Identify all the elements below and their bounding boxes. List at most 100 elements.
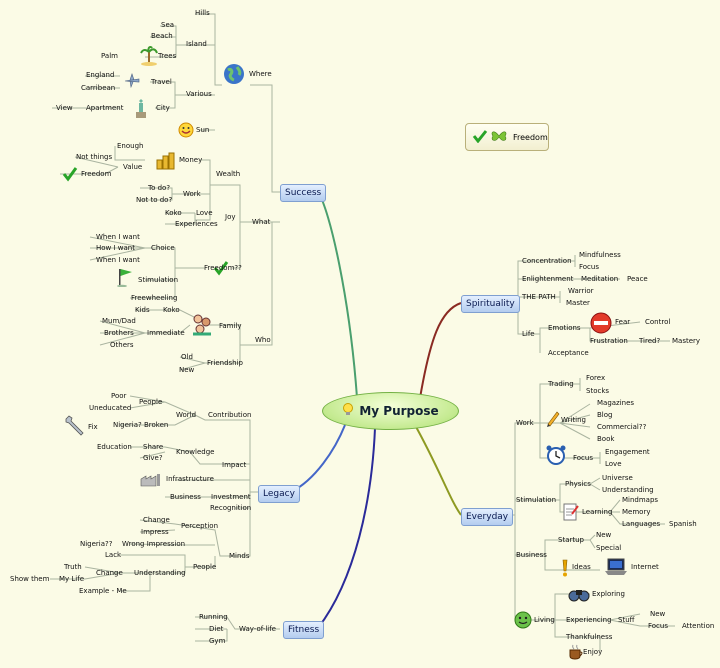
node-impress[interactable]: Impress (141, 528, 169, 536)
node-travel[interactable]: Travel (151, 78, 172, 86)
branch-spirituality[interactable]: Spirituality (461, 295, 520, 313)
node-work-everyday[interactable]: Work (516, 419, 534, 427)
node-change-legacy[interactable]: Change (143, 516, 170, 524)
node-commercial[interactable]: Commercial?? (597, 423, 647, 431)
node-lack[interactable]: Lack (105, 551, 122, 559)
node-acceptance[interactable]: Acceptance (548, 349, 589, 357)
node-trading[interactable]: Trading (548, 380, 574, 388)
node-city[interactable]: City (156, 104, 170, 112)
node-focus-everyday[interactable]: Focus (573, 454, 593, 462)
node-running[interactable]: Running (199, 613, 228, 621)
node-where[interactable]: Where (249, 70, 272, 78)
node-focus-spirituality[interactable]: Focus (579, 263, 599, 271)
node-stimulation-everyday[interactable]: Stimulation (516, 496, 557, 504)
node-carribean[interactable]: Carribean (81, 84, 116, 92)
node-languages[interactable]: Languages (622, 520, 661, 528)
node-freedom-value[interactable]: Freedom (81, 170, 112, 178)
node-joy[interactable]: Joy (225, 213, 236, 221)
node-enough[interactable]: Enough (117, 142, 144, 150)
branch-fitness[interactable]: Fitness (283, 621, 325, 639)
node-mastery[interactable]: Mastery (672, 337, 701, 345)
node-peace[interactable]: Peace (627, 275, 648, 283)
node-education[interactable]: Education (97, 443, 132, 451)
node-friendship[interactable]: Friendship (207, 359, 243, 367)
node-special[interactable]: Special (596, 544, 622, 552)
node-change-understanding[interactable]: Change (96, 569, 123, 577)
node-when-i-want-2[interactable]: When I want (96, 256, 140, 264)
node-spanish[interactable]: Spanish (669, 520, 697, 528)
node-memory[interactable]: Memory (622, 508, 651, 516)
node-england[interactable]: England (86, 71, 115, 79)
node-the-path[interactable]: THE PATH (522, 293, 556, 301)
node-work-success[interactable]: Work (183, 190, 201, 198)
node-when-i-want-1[interactable]: When I want (96, 233, 140, 241)
node-contribution[interactable]: Contribution (208, 411, 252, 419)
node-mindmaps[interactable]: Mindmaps (622, 496, 659, 504)
node-share[interactable]: Share (143, 443, 164, 451)
node-mindfulness[interactable]: Mindfulness (579, 251, 621, 259)
node-ideas[interactable]: Ideas (572, 563, 591, 571)
node-others[interactable]: Others (110, 341, 134, 349)
node-poor[interactable]: Poor (111, 392, 127, 400)
node-infrastructure[interactable]: Infrastructure (166, 475, 214, 483)
node-living[interactable]: Living (534, 616, 555, 624)
node-nigeria-broken[interactable]: Nigeria? Broken (113, 421, 169, 429)
node-understanding-everyday[interactable]: Understanding (602, 486, 654, 494)
node-stuff[interactable]: Stuff (618, 616, 635, 624)
branch-legacy[interactable]: Legacy (258, 485, 300, 503)
node-forex[interactable]: Forex (586, 374, 606, 382)
node-island[interactable]: Island (186, 40, 207, 48)
node-people-legacy[interactable]: People (139, 398, 163, 406)
branch-everyday[interactable]: Everyday (461, 508, 514, 526)
branch-success[interactable]: Success (280, 184, 327, 202)
node-frustration[interactable]: Frustration (590, 337, 628, 345)
node-not-to-do[interactable]: Not to do? (136, 196, 173, 204)
node-my-life[interactable]: My Life (59, 575, 85, 583)
node-writing[interactable]: Writing (561, 416, 586, 424)
node-fix[interactable]: Fix (88, 423, 98, 431)
node-enjoy[interactable]: Enjoy (583, 648, 603, 656)
node-koko-kids[interactable]: Koko (163, 306, 180, 314)
node-magazines[interactable]: Magazines (597, 399, 635, 407)
node-value[interactable]: Value (123, 163, 143, 171)
node-wrong-impression[interactable]: Wrong Impression (122, 540, 186, 548)
node-startup[interactable]: Startup (558, 536, 584, 544)
node-brothers[interactable]: Brothers (104, 329, 134, 337)
node-perception[interactable]: Perception (181, 522, 219, 530)
node-love-everyday[interactable]: Love (605, 460, 622, 468)
node-what[interactable]: What (252, 218, 271, 226)
node-wealth[interactable]: Wealth (216, 170, 241, 178)
node-engagement[interactable]: Engagement (605, 448, 650, 456)
node-experiences[interactable]: Experiences (175, 220, 218, 228)
node-understanding-legacy[interactable]: Understanding (134, 569, 186, 577)
node-world[interactable]: World (176, 411, 197, 419)
node-focus-living[interactable]: Focus (648, 622, 668, 630)
node-trees[interactable]: Trees (158, 52, 177, 60)
node-freedom-q[interactable]: Freedom?? (204, 264, 242, 272)
node-meditation[interactable]: Meditation (581, 275, 619, 283)
node-diet[interactable]: Diet (209, 625, 224, 633)
node-physics[interactable]: Physics (565, 480, 591, 488)
node-emotions[interactable]: Emotions (548, 324, 581, 332)
node-example-me[interactable]: Example - Me (79, 587, 127, 595)
node-not-things[interactable]: Not things (76, 153, 113, 161)
node-freewheeling[interactable]: Freewheeling (131, 294, 178, 302)
node-master[interactable]: Master (566, 299, 590, 307)
node-concentration[interactable]: Concentration (522, 257, 572, 265)
node-choice[interactable]: Choice (151, 244, 175, 252)
node-recognition[interactable]: Recognition (210, 504, 252, 512)
node-koko-love[interactable]: Koko (165, 209, 182, 217)
node-enlightenment[interactable]: Enlightenment (522, 275, 574, 283)
node-kids[interactable]: Kids (135, 306, 150, 314)
node-money[interactable]: Money (179, 156, 203, 164)
node-love-success[interactable]: Love (196, 209, 213, 217)
node-view[interactable]: View (56, 104, 73, 112)
node-experiencing[interactable]: Experiencing (566, 616, 612, 624)
node-tired[interactable]: Tired? (639, 337, 661, 345)
node-sun[interactable]: Sun (196, 126, 210, 134)
node-various[interactable]: Various (186, 90, 212, 98)
node-investment[interactable]: Investment (211, 493, 251, 501)
node-control[interactable]: Control (645, 318, 671, 326)
node-exploring[interactable]: Exploring (592, 590, 625, 598)
node-who[interactable]: Who (255, 336, 271, 344)
